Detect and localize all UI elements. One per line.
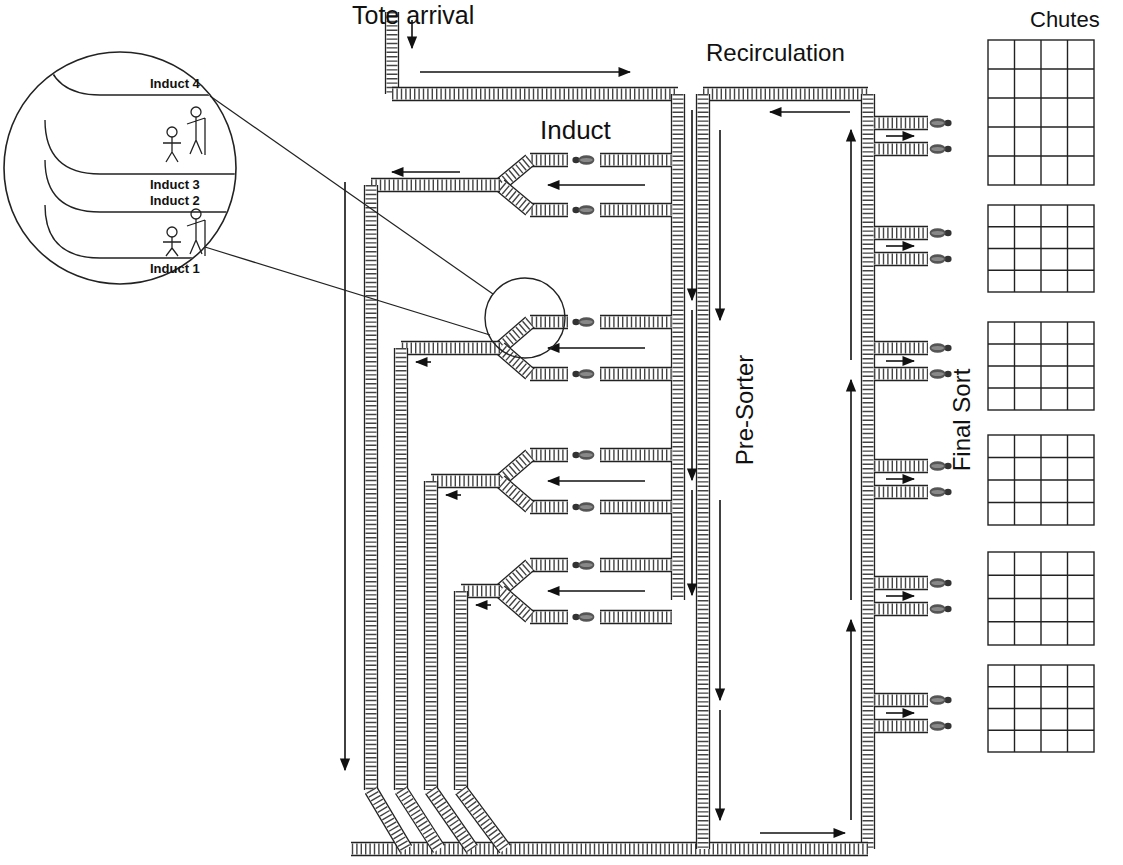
inset-callout bbox=[4, 40, 565, 358]
inset-label: Induct 1 bbox=[150, 262, 200, 276]
workers bbox=[572, 118, 951, 731]
section-label: Induct bbox=[540, 116, 611, 145]
chute-grids bbox=[988, 40, 1094, 752]
conveyor-belts bbox=[351, 12, 928, 856]
flow-arrows bbox=[345, 20, 914, 833]
section-label: Pre-Sorter bbox=[732, 355, 758, 466]
inset-label: Induct 3 bbox=[150, 178, 200, 192]
section-label: Recirculation bbox=[706, 40, 845, 66]
inset-label: Induct 4 bbox=[150, 77, 200, 91]
inset-label: Induct 2 bbox=[150, 194, 200, 208]
section-label: Final Sort bbox=[949, 369, 975, 472]
section-label: Chutes bbox=[1030, 8, 1100, 32]
heading-label: Tote arrival bbox=[352, 2, 474, 30]
